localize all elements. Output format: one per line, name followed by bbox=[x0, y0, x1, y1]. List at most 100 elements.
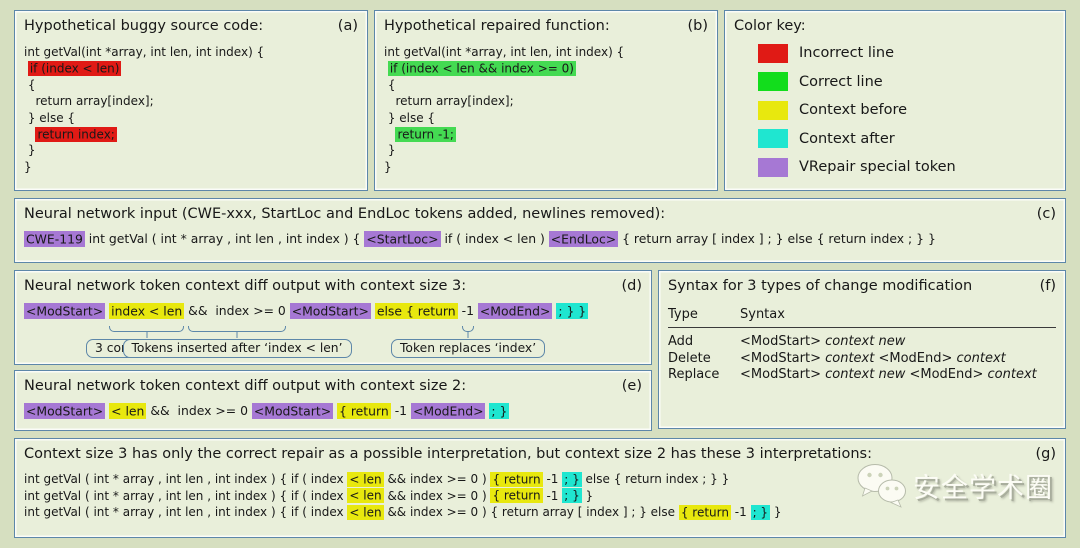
token-green: if (index < len && index >= 0) bbox=[387, 60, 576, 76]
color-swatch bbox=[758, 43, 788, 63]
panel-d-tag: (d) bbox=[621, 278, 642, 294]
token-yellow: { return bbox=[490, 488, 543, 504]
color-swatch bbox=[758, 157, 788, 177]
token: } else { bbox=[384, 110, 436, 125]
buggy-code: int getVal(int *array, int len, int inde… bbox=[24, 44, 358, 175]
token: } bbox=[24, 159, 32, 174]
token: <ModEnd> bbox=[905, 367, 988, 383]
panel-g-title: Context size 3 has only the correct repa… bbox=[24, 446, 872, 462]
code-line: } bbox=[384, 142, 708, 158]
code-line: int getVal(int *array, int len, int inde… bbox=[24, 44, 358, 60]
token: context bbox=[825, 350, 875, 366]
color-swatch bbox=[758, 72, 788, 91]
color-swatch bbox=[758, 100, 788, 120]
token-red: return index; bbox=[35, 126, 117, 142]
code-line: int getVal ( int * array , int len , int… bbox=[24, 504, 1056, 521]
token: <ModStart> bbox=[740, 350, 826, 366]
token-purple: <ModStart> bbox=[24, 402, 106, 419]
token-purple: <ModEnd> bbox=[411, 402, 486, 419]
underbrace bbox=[188, 326, 286, 332]
token: && index >= 0 bbox=[150, 403, 248, 418]
panel-c-tag: (c) bbox=[1036, 206, 1056, 222]
panel-g-tag: (g) bbox=[1035, 446, 1056, 462]
token: -1 bbox=[542, 488, 563, 503]
panel-e-tag: (e) bbox=[621, 378, 642, 394]
token: int getVal ( int * array , int len , int… bbox=[24, 488, 348, 503]
color-key-label: Context before bbox=[799, 102, 908, 118]
token-yellow: { return bbox=[490, 471, 543, 487]
panel-buggy-source: Hypothetical buggy source code: (a) int … bbox=[14, 10, 368, 191]
panel-f-title: Syntax for 3 types of change modificatio… bbox=[668, 278, 973, 294]
code-line: return array[index]; bbox=[24, 93, 358, 109]
token: && index >= 0 ) { return array [ index ]… bbox=[383, 505, 679, 520]
token-yellow: < len bbox=[347, 504, 384, 520]
token: } bbox=[770, 505, 782, 520]
token: context bbox=[956, 350, 1006, 366]
color-key-label: Incorrect line bbox=[799, 45, 895, 61]
change-syntax: <ModStart> context new bbox=[740, 334, 1056, 351]
token: context bbox=[987, 367, 1037, 383]
nn-input-tokens: CWE-119 int getVal ( int * array , int l… bbox=[24, 230, 1056, 247]
token-yellow: < len bbox=[347, 488, 384, 504]
panel-a-title: Hypothetical buggy source code: bbox=[24, 18, 264, 34]
token: <ModStart> bbox=[740, 367, 826, 383]
token: } bbox=[384, 159, 392, 174]
token: else { return index ; } } bbox=[581, 472, 730, 486]
callout-label: Token replaces ‘index’ bbox=[391, 339, 546, 358]
color-key-item: Correct line bbox=[758, 72, 1056, 91]
color-key-label: VRepair special token bbox=[799, 159, 956, 175]
color-key-item: VRepair special token bbox=[758, 157, 1056, 177]
code-line: } bbox=[24, 142, 358, 158]
token: <ModEnd> bbox=[874, 350, 957, 366]
code-line: { bbox=[384, 77, 708, 93]
panel-nn-input: Neural network input (CWE-xxx, StartLoc … bbox=[14, 198, 1066, 263]
color-key-label: Correct line bbox=[799, 73, 883, 90]
token: { return array [ index ] ; } else { retu… bbox=[618, 231, 936, 246]
token: int getVal ( int * array , int len , int… bbox=[24, 505, 348, 520]
token: int getVal(int *array, int len, int inde… bbox=[24, 45, 265, 59]
token: context new bbox=[825, 367, 906, 383]
token: -1 bbox=[730, 505, 751, 520]
token-purple: <ModStart> bbox=[24, 302, 106, 319]
code-line: } bbox=[24, 159, 358, 175]
token: -1 bbox=[542, 472, 563, 486]
change-syntax: <ModStart> context <ModEnd> context bbox=[740, 351, 1056, 368]
header-type: Type bbox=[668, 307, 698, 322]
token-purple: <ModStart> bbox=[289, 302, 371, 319]
code-line: if (index < len && index >= 0) bbox=[384, 60, 708, 76]
panel-b-title: Hypothetical repaired function: bbox=[384, 18, 610, 34]
token: <ModStart> bbox=[740, 334, 826, 349]
code-line: } bbox=[384, 159, 708, 175]
token-cyan: ; } bbox=[562, 488, 582, 504]
token-green: return -1; bbox=[395, 126, 456, 142]
token-yellow: { return bbox=[337, 402, 391, 419]
token: int getVal(int *array, int len, int inde… bbox=[384, 45, 625, 59]
token bbox=[384, 127, 395, 141]
code-line: return array[index]; bbox=[384, 93, 708, 109]
underbrace bbox=[109, 326, 184, 332]
token: } else { bbox=[24, 110, 76, 125]
token: } bbox=[581, 488, 594, 503]
panel-change-syntax: Syntax for 3 types of change modificatio… bbox=[658, 270, 1066, 429]
token-yellow: else { return bbox=[374, 302, 458, 319]
panel-b-tag: (b) bbox=[687, 18, 708, 34]
token: && index >= 0 ) bbox=[383, 488, 491, 503]
underbrace bbox=[462, 326, 474, 332]
token: && index >= 0 ) bbox=[383, 472, 491, 486]
token-purple: <StartLoc> bbox=[364, 230, 441, 247]
token: } bbox=[24, 143, 36, 158]
header-syntax: Syntax bbox=[740, 307, 785, 322]
token: return array[index]; bbox=[384, 94, 514, 109]
panel-c-title: Neural network input (CWE-xxx, StartLoc … bbox=[24, 206, 666, 222]
panel-a-tag: (a) bbox=[337, 18, 358, 34]
color-key-label: Context after bbox=[799, 130, 895, 147]
panel-e-title: Neural network token context diff output… bbox=[24, 378, 467, 394]
change-syntax: <ModStart> context new <ModEnd> context bbox=[740, 367, 1056, 384]
panel-interpretations: Context size 3 has only the correct repa… bbox=[14, 438, 1066, 538]
token-cyan: ; } bbox=[750, 504, 771, 520]
code-line: } else { bbox=[24, 110, 358, 126]
change-type: Replace bbox=[668, 367, 720, 383]
